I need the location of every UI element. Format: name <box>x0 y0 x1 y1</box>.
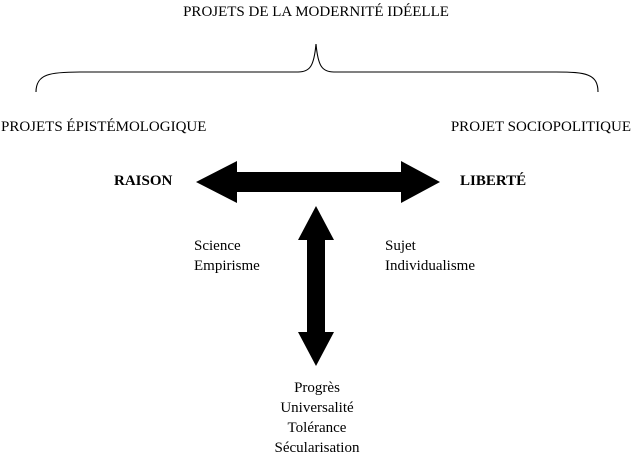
right-heading: PROJET SOCIOPOLITIQUE <box>450 119 631 135</box>
horizontal-double-arrow <box>196 161 440 203</box>
curly-brace <box>35 43 599 93</box>
bottom-term: Universalité <box>280 400 354 416</box>
right-pole-label: LIBERTÉ <box>460 173 527 189</box>
right-term: Sujet <box>385 238 416 254</box>
bottom-term: Sécularisation <box>274 440 360 454</box>
left-term: Science <box>194 238 241 254</box>
right-terms-list: Sujet Individualisme <box>385 236 475 276</box>
left-terms-list: Science Empirisme <box>194 236 260 276</box>
bottom-term: Progrès <box>294 380 340 396</box>
bottom-terms-list: Progrès Universalité Tolérance Sécularis… <box>232 378 402 454</box>
left-heading: PROJETS ÉPISTÉMOLOGIQUE <box>1 119 207 135</box>
left-term: Empirisme <box>194 258 260 274</box>
bottom-term: Tolérance <box>287 420 347 436</box>
diagram-title: PROJETS DE LA MODERNITÉ IDÉELLE <box>183 4 449 20</box>
right-term: Individualisme <box>385 258 475 274</box>
left-pole-label: RAISON <box>114 173 173 189</box>
vertical-double-arrow <box>298 206 334 366</box>
